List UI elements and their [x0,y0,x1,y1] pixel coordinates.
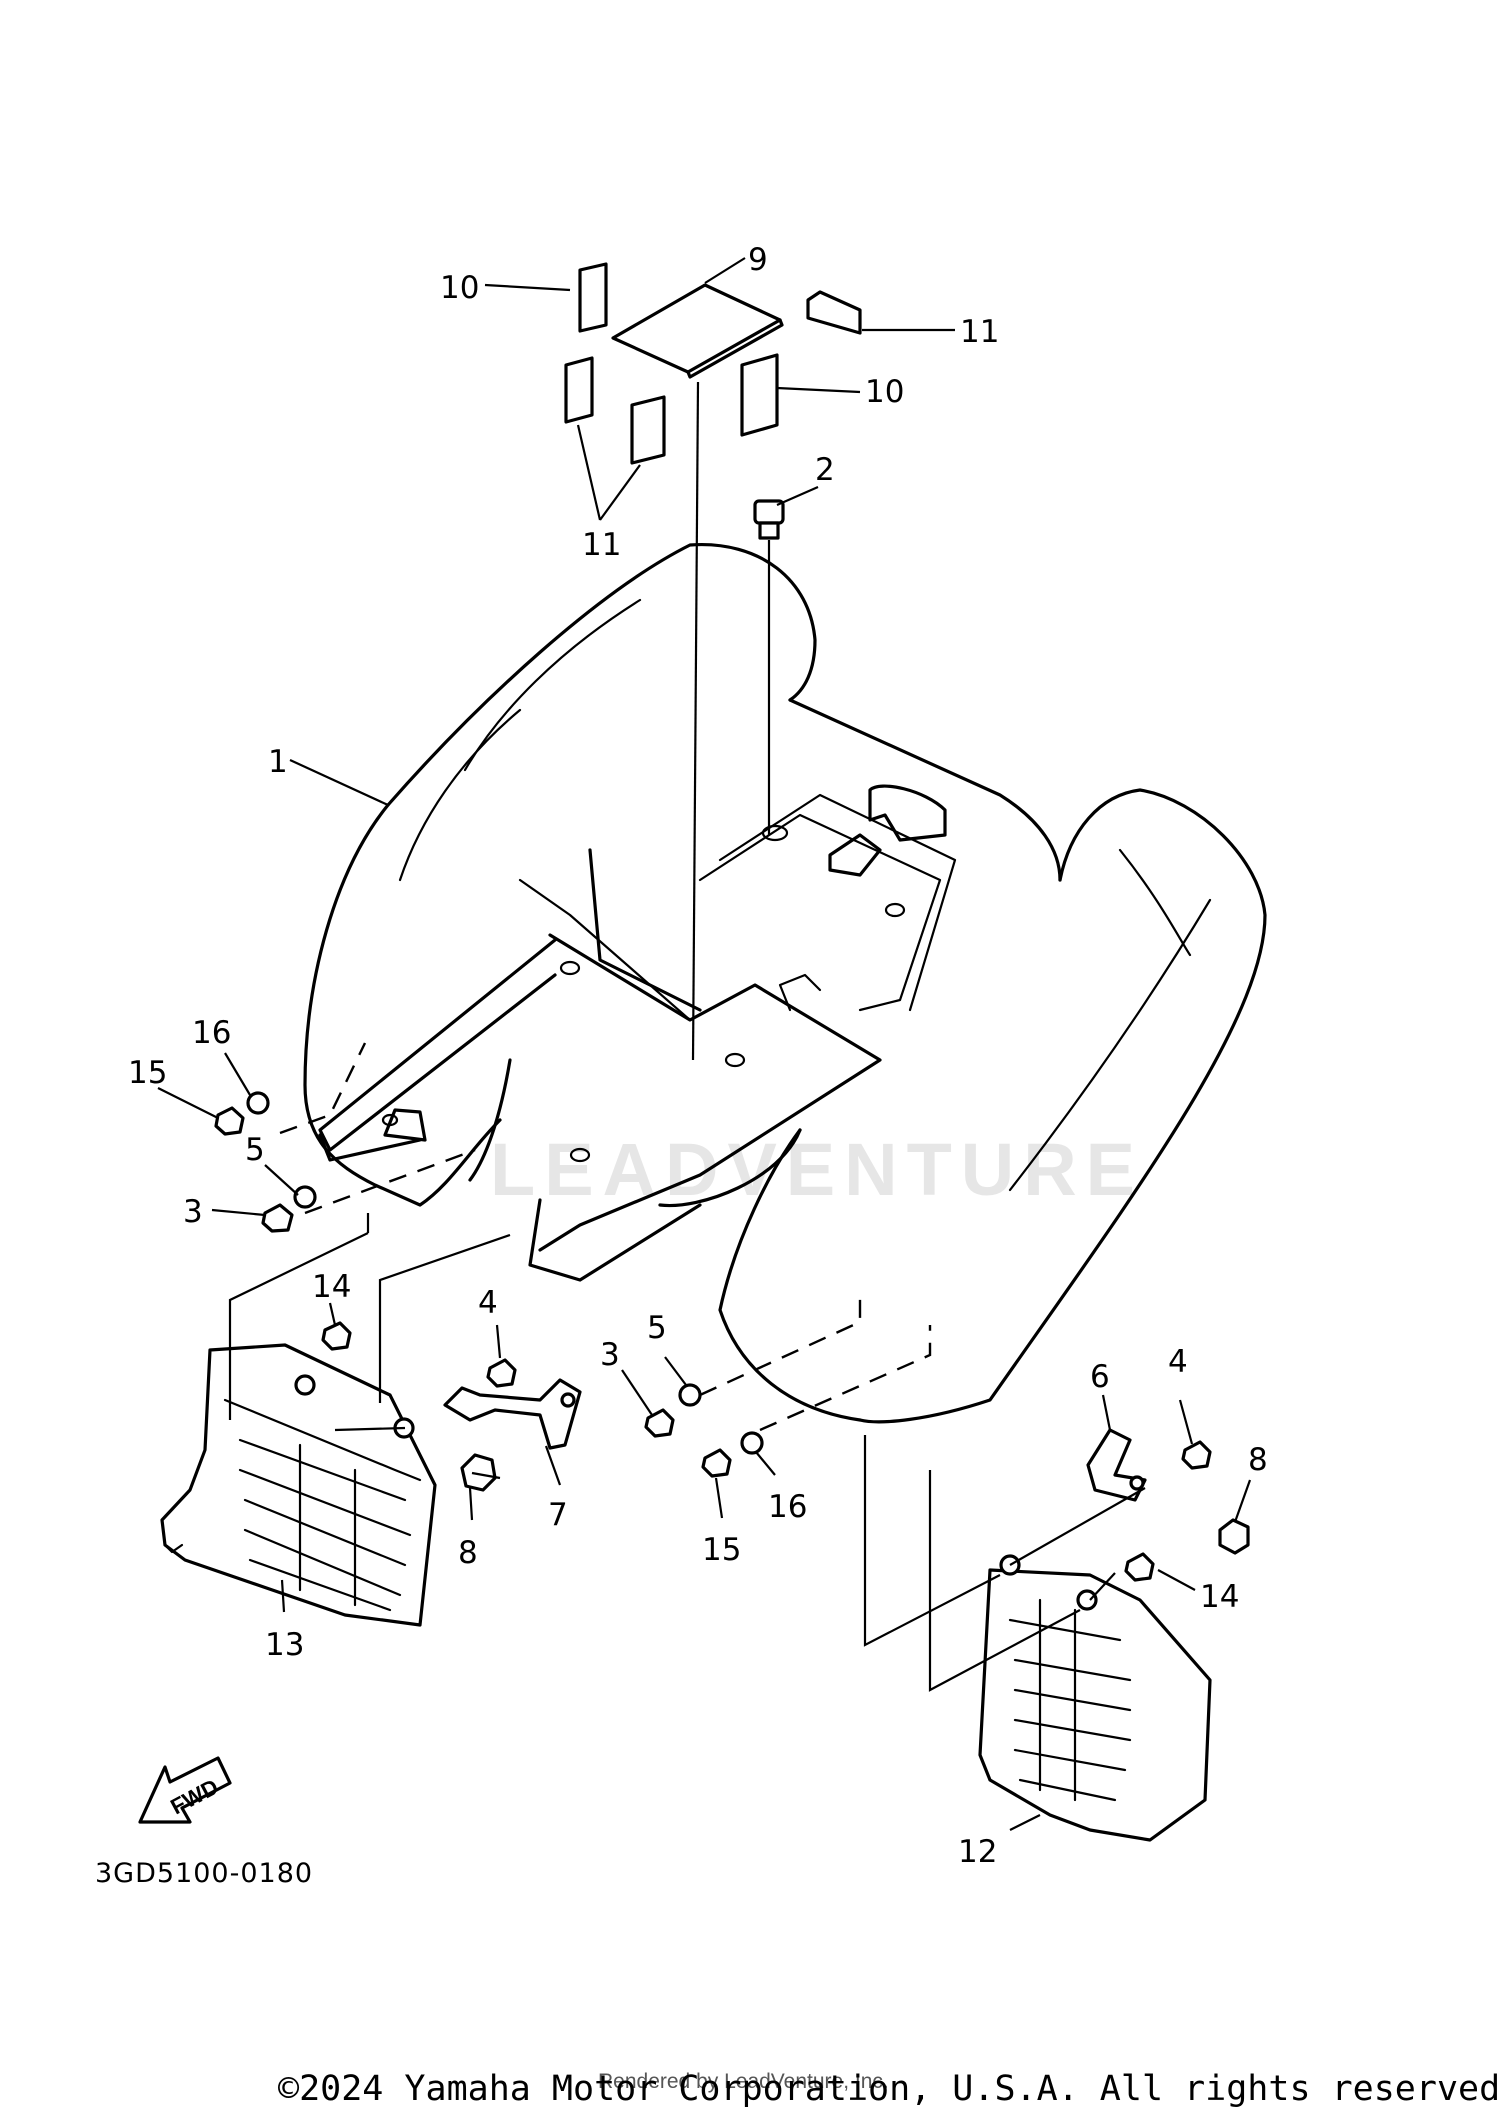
callout-6: 6 [1090,1359,1110,1395]
callout-10-b: 10 [865,374,904,410]
copyright-text: ©2024 Yamaha Motor Corporation, U.S.A. A… [278,2069,1500,2109]
callout-3-b: 3 [600,1337,620,1373]
callout-4-b: 4 [1168,1344,1188,1380]
callout-16-a: 16 [192,1015,231,1051]
rear-fender [303,543,1267,1424]
decal-11-left-b [630,395,666,465]
callout-9: 9 [748,242,768,278]
decal-10-lower [740,353,779,437]
callout-5-a: 5 [245,1132,265,1168]
callout-3-a: 3 [183,1194,203,1230]
hardware [214,1091,1250,1582]
callout-14-b: 15 [702,1532,741,1568]
rendered-by-text: Rendered by LeadVenture, Inc. [598,2070,889,2093]
fwd-arrow: FWD [138,1756,232,1824]
decal-11-left-a [564,356,594,424]
callout-13: 13 [265,1627,304,1663]
callout-8-b: 8 [1248,1442,1268,1478]
callout-12: 12 [958,1834,997,1870]
callout-11-b: 11 [582,527,621,563]
callout-11-a: 11 [960,314,999,350]
callout-14-a: 15 [128,1055,167,1091]
callout-5-b: 5 [647,1310,667,1346]
watermark-text: LEADVENTURE [490,1128,1144,1211]
part-code: 3GD5100-0180 [95,1858,313,1889]
callout-15-a: 14 [312,1269,351,1305]
callout-8-a: 8 [458,1535,478,1571]
callout-2: 2 [815,452,835,488]
decal-10-upper [578,262,608,333]
callout-15-b: 14 [1200,1579,1239,1615]
bolt-2 [753,499,785,835]
alignment-lines [228,1042,1146,1692]
decal-set [564,262,862,1061]
bracket-7 [443,1378,582,1450]
callout-10-a: 10 [440,270,479,306]
leader-lines [157,257,1252,1831]
decal-9 [611,283,782,374]
bracket-6 [1086,1428,1147,1502]
mud-flap-left [160,1343,437,1627]
callout-4-a: 4 [478,1285,498,1321]
callout-16-b: 16 [768,1489,807,1525]
callout-1: 1 [268,744,288,780]
callout-labels: 10 9 11 10 11 2 1 16 15 5 3 14 4 8 7 13 … [128,242,1268,1870]
mud-flap-right [978,1554,1212,1842]
callout-7: 7 [548,1497,568,1533]
decal-11-right [806,290,862,335]
